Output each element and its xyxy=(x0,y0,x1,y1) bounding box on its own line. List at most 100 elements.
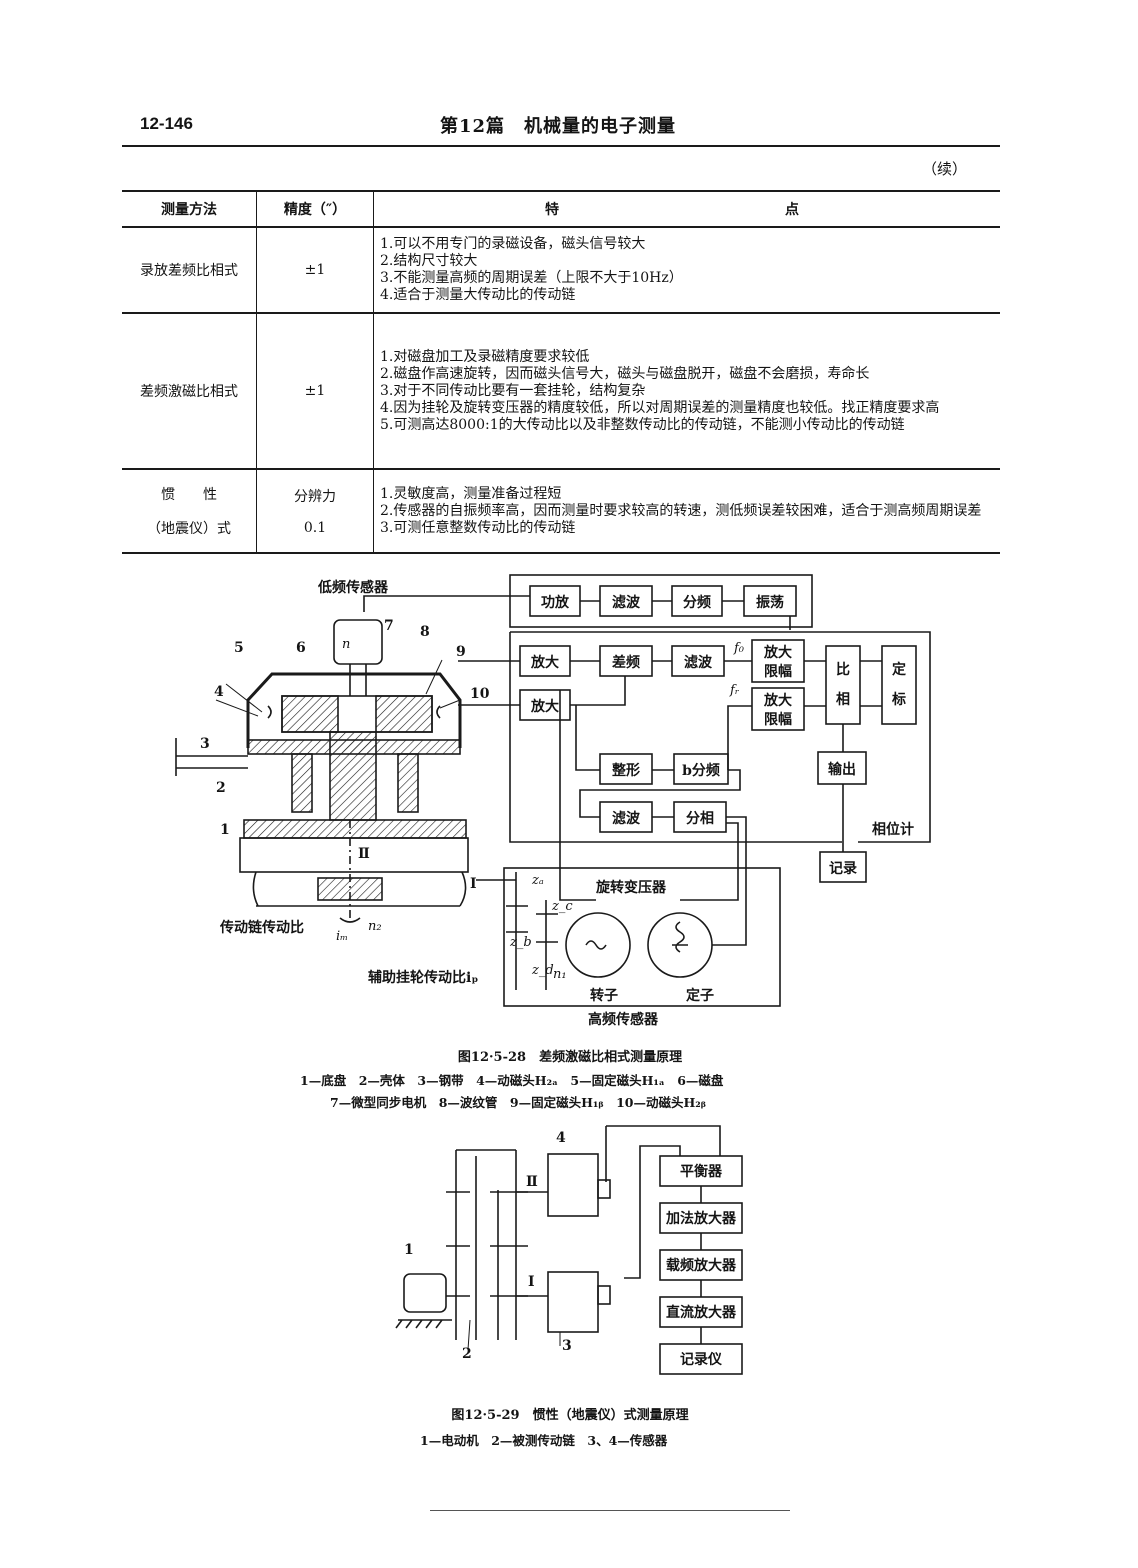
precision-text: 分辨力 xyxy=(294,489,336,505)
block-shaping xyxy=(599,753,653,785)
label-high-freq-sensor: 高频传感器 xyxy=(588,1011,659,1028)
label-num10: 10 xyxy=(470,686,490,702)
label-29-num3: 3 xyxy=(562,1338,572,1354)
header-rule xyxy=(122,145,1000,147)
figure-29-legend: 1—电动机 2—被测传动链 3、4—传感器 xyxy=(420,1433,668,1448)
label-shaping: 整形 xyxy=(611,762,640,779)
figure-28-legend-1: 1—底盘 2—壳体 3—钢带 4—动磁头H₂ₐ 5—固定磁头H₁ₐ 6—磁盘 xyxy=(300,1073,724,1088)
label-power-amp: 功放 xyxy=(541,594,570,611)
feature-item: 4.适合于测量大传动比的传动链 xyxy=(380,287,576,303)
precision-cell: 分辨力 0.1 xyxy=(256,469,374,554)
measurement-methods-table: 测量方法 精度（″） 特 点 录放差频比相式 ±1 1.可以不用专门的录磁设备，… xyxy=(122,190,1000,554)
label-aux-ratio: 辅助挂轮传动比iₚ xyxy=(368,969,478,986)
label-phase-meter: 相位计 xyxy=(872,821,914,838)
label-amp-limit2-a: 放大 xyxy=(763,692,792,709)
bottom-rule xyxy=(430,1510,790,1511)
label-29-roman2: Ⅱ xyxy=(526,1174,538,1190)
label-num4: 4 xyxy=(214,684,224,700)
block-calib xyxy=(881,645,917,725)
label-zd: z_d xyxy=(531,963,554,978)
label-num9: 9 xyxy=(456,644,466,660)
oscillator-chain-frame xyxy=(509,574,813,628)
feature-item: 3.对于不同传动比要有一套挂轮，结构复杂 xyxy=(380,382,646,399)
feature-item: 3.可测任意整数传动比的传动链 xyxy=(380,519,576,536)
rotation-arrow xyxy=(339,917,361,923)
label-n2: n₂ xyxy=(368,919,382,934)
sensor-4-plug xyxy=(597,1179,611,1199)
label-calib-b: 标 xyxy=(891,691,906,708)
table-header-row: 测量方法 精度（″） 特 点 xyxy=(122,190,1000,228)
gear-train xyxy=(455,1149,517,1340)
page-number: 12-146 xyxy=(140,114,193,133)
low-freq-feed xyxy=(363,595,530,612)
feature-item: 2.结构尺寸较大 xyxy=(380,253,478,269)
winding-coils xyxy=(585,921,688,953)
feature-item: 3.不能测量高频的周期误差（上限不大于10Hz） xyxy=(380,270,683,286)
label-29-num2: 2 xyxy=(462,1346,472,1362)
label-num1: 1 xyxy=(220,822,230,838)
feature-item: 1.灵敏度高，测量准备过程短 xyxy=(380,485,562,502)
header-features-b: 点 xyxy=(785,202,799,218)
features-cell: 1.对磁盘加工及录磁精度要求较低 2.磁盘作高速旋转，因而磁头信号大，磁头与磁盘… xyxy=(373,313,1000,470)
method-text: 差频激磁比相式 xyxy=(140,384,238,400)
label-filter-top: 滤波 xyxy=(612,594,641,611)
label-filter-mid: 滤波 xyxy=(684,654,713,671)
label-num2: 2 xyxy=(216,780,226,796)
shaping-links xyxy=(575,705,674,771)
figure-28-legend-2: 7—微型同步电机 8—波纹管 9—固定磁头H₁ᵦ 10—动磁头H₂ᵦ xyxy=(330,1095,707,1110)
block-amp-limit2 xyxy=(751,687,805,731)
leader-lines xyxy=(215,659,461,717)
label-za: zₐ xyxy=(531,873,544,888)
chassis xyxy=(243,819,467,839)
method-cell: 录放差频比相式 xyxy=(122,227,257,314)
feature-item: 4.因为挂轮及旋转变压器的精度较低，所以对周期误差的测量精度也较低。找正精度要求… xyxy=(380,399,940,416)
label-dc-amp: 直流放大器 xyxy=(666,1304,737,1321)
label-phase-split: 分相 xyxy=(686,810,714,827)
header-features: 特 点 xyxy=(373,190,1000,228)
rotor-lead xyxy=(559,690,596,901)
divider-links xyxy=(579,769,741,818)
sensor-leads xyxy=(605,1125,721,1279)
label-stator: 定子 xyxy=(686,987,714,1004)
label-f0: f₀ xyxy=(733,641,745,656)
label-num7: 7 xyxy=(384,618,394,634)
label-num8: 8 xyxy=(420,624,430,640)
label-compare-b: 相 xyxy=(836,691,850,708)
label-29-num4: 4 xyxy=(556,1130,566,1146)
sensor-3 xyxy=(547,1271,599,1333)
label-rotary-transformer: 旋转变压器 xyxy=(595,879,667,896)
label-im: iₘ xyxy=(336,929,348,944)
figure-29-diagram: 平衡器 加法放大器 载频放大器 直流放大器 记录仪 1 2 3 4 Ⅰ Ⅱ xyxy=(395,1125,743,1375)
high-freq-sensor-frame xyxy=(503,867,781,1007)
housing xyxy=(246,672,462,748)
main-frame xyxy=(510,631,931,843)
label-amp2: 放大 xyxy=(530,698,559,715)
header-features-a: 特 xyxy=(545,202,559,218)
table-row: 惯 性 （地震仪）式 分辨力 0.1 1.灵敏度高，测量准备过程短 2.传感器的… xyxy=(122,469,1000,554)
header-method: 测量方法 xyxy=(122,190,257,228)
base-plate xyxy=(247,739,461,755)
label-29-num1: 1 xyxy=(404,1242,414,1258)
label-compare-a: 比 xyxy=(836,661,850,678)
label-fr: fᵣ xyxy=(729,683,740,698)
feature-item: 2.传感器的自振频率高，因而测量时要求较高的转速，测低频误差较困难，适合于测高频… xyxy=(380,502,982,519)
main-chain-links xyxy=(570,660,826,707)
label-recorder: 记录仪 xyxy=(680,1352,723,1368)
steel-strip xyxy=(175,738,248,776)
bearing-right xyxy=(397,753,419,813)
figure-29-caption: 图12·5-29 惯性（地震仪）式测量原理 xyxy=(451,1408,689,1423)
label-roman2: Ⅱ xyxy=(358,846,370,862)
features-cell: 1.可以不用专门的录磁设备，磁头信号较大 2.结构尺寸较大 3.不能测量高频的周… xyxy=(373,227,1000,314)
label-output: 输出 xyxy=(828,761,856,778)
label-num6: 6 xyxy=(296,640,306,656)
feature-item: 2.磁盘作高速旋转，因而磁头信号大，磁头与磁盘脱开，磁盘不会磨损，寿命长 xyxy=(380,365,870,382)
gear-body xyxy=(239,837,469,873)
figure-28-diagram: 功放 滤波 分频 振荡 放大 放大 差频 滤波 放大 限幅 放大 限幅 比 相 … xyxy=(175,574,931,1028)
block-compare xyxy=(825,645,861,725)
precision-text: ±1 xyxy=(304,262,326,278)
label-carrier-amp: 载频放大器 xyxy=(666,1257,737,1274)
method-text: （地震仪）式 xyxy=(147,521,231,537)
header-precision: 精度（″） xyxy=(256,190,374,228)
phase-to-stator2 xyxy=(680,822,739,901)
transmission-chain xyxy=(252,871,467,907)
